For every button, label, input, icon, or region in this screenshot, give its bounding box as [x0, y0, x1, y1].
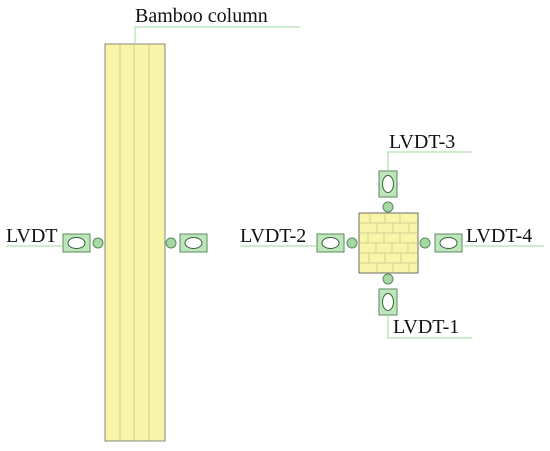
lvdt-2-label: LVDT-2 — [240, 225, 306, 247]
lvdt-3-leader — [387, 151, 472, 171]
lvdt-probe-tip — [382, 273, 394, 285]
bamboo-column-elevation — [104, 43, 166, 442]
lvdt-right — [165, 233, 208, 253]
lvdt-left — [62, 233, 104, 253]
lvdt-1-leader — [387, 315, 472, 339]
lvdt-1-label: LVDT-1 — [393, 316, 459, 338]
lvdt-probe-tip — [382, 201, 394, 213]
lvdt-window — [184, 237, 203, 249]
lvdt-probe-tip — [419, 237, 431, 249]
lvdt-probe-tip — [165, 237, 177, 249]
lvdt-window — [382, 293, 394, 311]
lvdt-3-label: LVDT-3 — [389, 131, 455, 153]
column-label: Bamboo column — [135, 5, 268, 27]
cross-section-texture — [359, 213, 418, 273]
lvdt-window — [321, 237, 340, 249]
lvdt-3 — [378, 170, 398, 213]
column-cross-section — [358, 212, 419, 274]
lvdt-4-label: LVDT-4 — [466, 225, 532, 247]
lvdt-window — [382, 175, 394, 193]
lvdt-1 — [378, 273, 398, 316]
lvdt-window — [439, 237, 458, 249]
lvdt-probe-tip — [346, 237, 358, 249]
lvdt-side-label: LVDT — [6, 225, 57, 247]
lvdt-window — [67, 237, 86, 249]
bamboo-column — [104, 43, 166, 442]
lvdt-2 — [316, 233, 358, 253]
column-label-leader — [134, 26, 300, 44]
lvdt-probe-tip — [92, 237, 104, 249]
lvdt-4 — [419, 233, 463, 253]
